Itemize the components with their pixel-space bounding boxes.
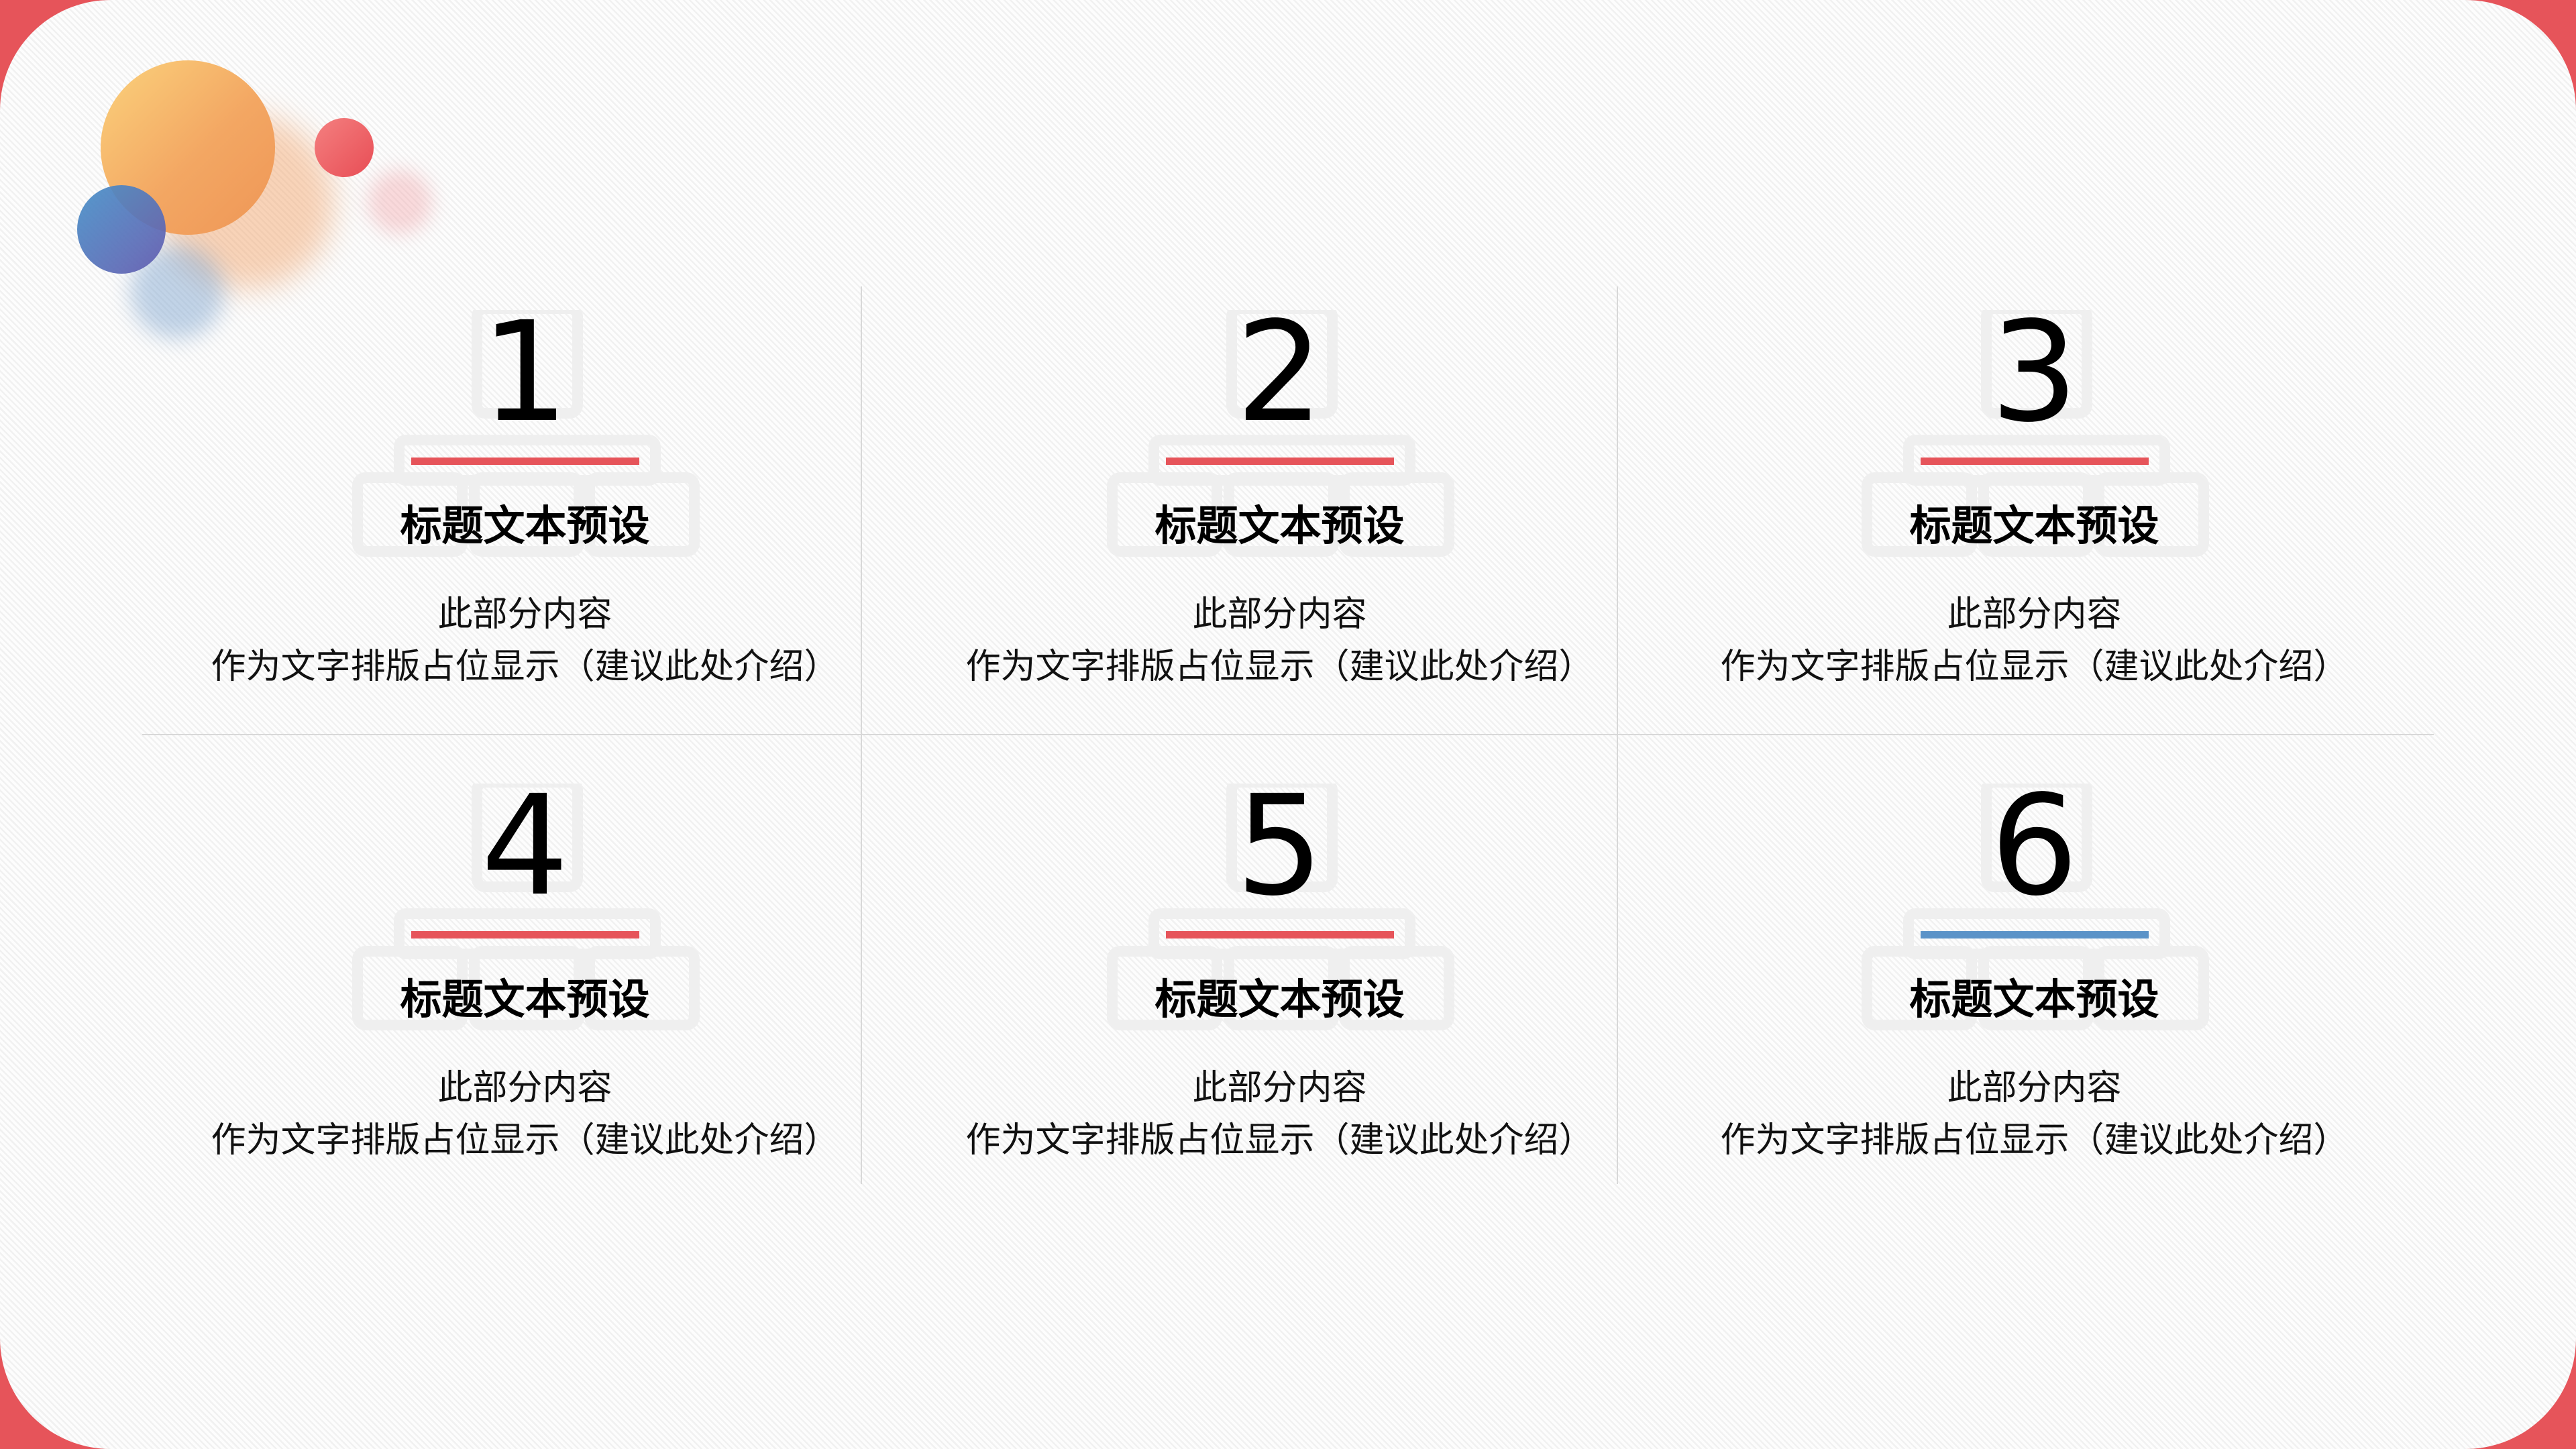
card-4: 4 标题文本预设 此部分内容 作为文字排版占位显示（建议此处介绍）	[148, 777, 902, 1253]
row-divider	[142, 734, 2434, 735]
card-1: 1 标题文本预设 此部分内容 作为文字排版占位显示（建议此处介绍）	[148, 303, 902, 780]
card-title: 标题文本预设	[1155, 501, 1405, 550]
description-line-1: 此部分内容	[437, 1068, 612, 1108]
card-description: 此部分内容 作为文字排版占位显示（建议此处介绍）	[1657, 588, 2412, 693]
accent-bar	[1165, 931, 1394, 938]
accent-bar	[411, 931, 639, 938]
card-6: 6 标题文本预设 此部分内容 作为文字排版占位显示（建议此处介绍）	[1657, 777, 2412, 1253]
org-chart-icon	[1861, 784, 2209, 1030]
description-line-2: 作为文字排版占位显示（建议此处介绍）	[965, 647, 1594, 687]
card-number: 4	[480, 765, 570, 926]
org-chart-icon	[352, 784, 700, 1030]
pink-blur-circle-decoration	[368, 170, 432, 234]
card-3: 3 标题文本预设 此部分内容 作为文字排版占位显示（建议此处介绍）	[1657, 303, 2412, 780]
card-description: 此部分内容 作为文字排版占位显示（建议此处介绍）	[902, 588, 1657, 693]
org-chart-icon	[1861, 310, 2209, 557]
description-line-1: 此部分内容	[1192, 1068, 1367, 1108]
card-title: 标题文本预设	[1155, 975, 1405, 1024]
description-line-1: 此部分内容	[1947, 594, 2122, 635]
description-line-1: 此部分内容	[1192, 594, 1367, 635]
card-2: 2 标题文本预设 此部分内容 作为文字排版占位显示（建议此处介绍）	[902, 303, 1657, 780]
card-description: 此部分内容 作为文字排版占位显示（建议此处介绍）	[902, 1062, 1657, 1167]
card-description: 此部分内容 作为文字排版占位显示（建议此处介绍）	[148, 1062, 902, 1167]
description-line-2: 作为文字排版占位显示（建议此处介绍）	[211, 647, 839, 687]
card-title: 标题文本预设	[400, 975, 650, 1024]
card-number: 5	[1235, 765, 1324, 926]
org-chart-icon	[1106, 784, 1454, 1030]
accent-bar	[1165, 458, 1394, 465]
card-description: 此部分内容 作为文字排版占位显示（建议此处介绍）	[148, 588, 902, 693]
card-number: 2	[1235, 292, 1324, 453]
card-number: 6	[1990, 765, 2079, 926]
column-divider-2	[1617, 286, 1618, 1184]
description-line-2: 作为文字排版占位显示（建议此处介绍）	[1720, 647, 2349, 687]
accent-bar	[411, 458, 639, 465]
card-number: 1	[480, 292, 570, 453]
column-divider-1	[861, 286, 862, 1184]
description-line-1: 此部分内容	[1947, 1068, 2122, 1108]
card-title: 标题文本预设	[400, 501, 650, 550]
org-chart-icon	[352, 310, 700, 557]
description-line-2: 作为文字排版占位显示（建议此处介绍）	[1720, 1120, 2349, 1161]
red-circle-decoration	[315, 118, 374, 177]
card-title: 标题文本预设	[1909, 975, 2159, 1024]
card-description: 此部分内容 作为文字排版占位显示（建议此处介绍）	[1657, 1062, 2412, 1167]
card-title: 标题文本预设	[1909, 501, 2159, 550]
description-line-2: 作为文字排版占位显示（建议此处介绍）	[965, 1120, 1594, 1161]
description-line-1: 此部分内容	[437, 594, 612, 635]
card-5: 5 标题文本预设 此部分内容 作为文字排版占位显示（建议此处介绍）	[902, 777, 1657, 1253]
blue-circle-decoration	[77, 185, 166, 274]
description-line-2: 作为文字排版占位显示（建议此处介绍）	[211, 1120, 839, 1161]
accent-bar	[1920, 458, 2149, 465]
org-chart-icon	[1106, 310, 1454, 557]
accent-bar	[1920, 931, 2149, 938]
card-number: 3	[1990, 292, 2079, 453]
